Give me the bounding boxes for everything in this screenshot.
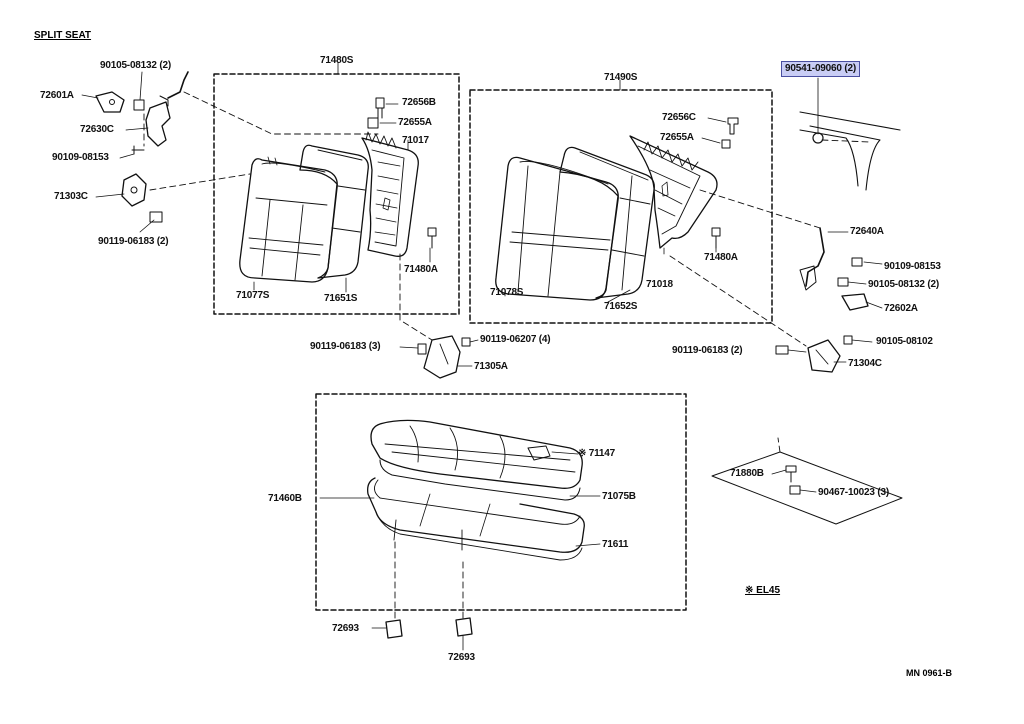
body-panel bbox=[799, 111, 901, 191]
label-71460B: 71460B bbox=[268, 493, 302, 504]
clip-71147 bbox=[527, 445, 551, 461]
label-71652S: 71652S bbox=[604, 301, 638, 312]
bracket-71305A bbox=[423, 335, 461, 379]
frame-71018 bbox=[629, 135, 718, 249]
label-90119-06183-2b: 90119-06183 (2) bbox=[672, 345, 743, 356]
label-72655A-a: 72655A bbox=[398, 117, 432, 128]
cushion-71611 bbox=[367, 477, 585, 561]
box-71490S bbox=[469, 89, 773, 324]
clip-72693-a bbox=[385, 619, 403, 639]
plate-71880B bbox=[711, 451, 903, 525]
bracket-71304C bbox=[807, 339, 841, 373]
label-71018: 71018 bbox=[646, 279, 673, 290]
label-90109-08153-a: 90109-08153 bbox=[52, 152, 109, 163]
label-71480A-b: 71480A bbox=[704, 252, 738, 263]
label-90467-10023: 90467-10023 (3) bbox=[818, 487, 889, 498]
seatback-71078S bbox=[495, 156, 619, 301]
label-72602A: 72602A bbox=[884, 303, 918, 314]
label-72630C: 72630C bbox=[80, 124, 114, 135]
label-72655A-b: 72655A bbox=[660, 132, 694, 143]
label-71651S: 71651S bbox=[324, 293, 358, 304]
clip-72693-b bbox=[455, 617, 473, 637]
bracket-72602A bbox=[841, 293, 869, 311]
label-90105-08132-a: 90105-08132 (2) bbox=[100, 60, 171, 71]
label-72693-b: 72693 bbox=[448, 652, 475, 663]
label-71305A: 71305A bbox=[474, 361, 508, 372]
label-71480A-a: 71480A bbox=[404, 264, 438, 275]
label-72640A: 72640A bbox=[850, 226, 884, 237]
cover-72601A bbox=[95, 91, 125, 113]
label-72601A: 72601A bbox=[40, 90, 74, 101]
pad-71651S bbox=[299, 144, 369, 279]
label-90105-08132-b: 90105-08132 (2) bbox=[868, 279, 939, 290]
label-90109-08153-b: 90109-08153 bbox=[884, 261, 941, 272]
bolts bbox=[131, 97, 863, 495]
seatback-71077S bbox=[239, 156, 338, 283]
label-71075B: 71075B bbox=[602, 491, 636, 502]
rod-72640A bbox=[805, 227, 825, 287]
hinge-72630C bbox=[145, 71, 189, 147]
label-72693-a: 72693 bbox=[332, 623, 359, 634]
label-71147: ※ 71147 bbox=[578, 448, 616, 459]
box-71480S bbox=[213, 73, 460, 315]
connection-lines bbox=[143, 91, 871, 619]
label-71304C: 71304C bbox=[848, 358, 882, 369]
diagram-title: SPLIT SEAT bbox=[34, 30, 92, 41]
label-90119-06183-3: 90119-06183 (3) bbox=[310, 341, 381, 352]
label-71077S: 71077S bbox=[236, 290, 270, 301]
label-71480S: 71480S bbox=[320, 55, 354, 66]
label-72656B: 72656B bbox=[402, 97, 436, 108]
label-71880B: 71880B bbox=[730, 468, 764, 479]
label-71078S: 71078S bbox=[490, 287, 524, 298]
label-71490S: 71490S bbox=[604, 72, 638, 83]
label-71017: 71017 bbox=[402, 135, 429, 146]
label-90541-09060-highlight[interactable]: 90541-09060 (2) bbox=[781, 61, 860, 77]
label-71303C: 71303C bbox=[54, 191, 88, 202]
label-90105-08102: 90105-08102 bbox=[876, 336, 933, 347]
leader-lines bbox=[81, 61, 883, 651]
box-71460B bbox=[315, 393, 687, 611]
bracket-71303C bbox=[121, 173, 147, 207]
label-90119-06183-2a: 90119-06183 (2) bbox=[98, 236, 169, 247]
note-el45: ※ EL45 bbox=[745, 585, 781, 596]
cushion-71075B bbox=[370, 419, 583, 501]
label-71611: 71611 bbox=[602, 539, 629, 550]
diagram-code: MN 0961-B bbox=[906, 668, 953, 678]
frame-71017 bbox=[361, 131, 419, 257]
label-72656C: 72656C bbox=[662, 112, 696, 123]
label-90119-06207-4: 90119-06207 (4) bbox=[480, 334, 551, 345]
